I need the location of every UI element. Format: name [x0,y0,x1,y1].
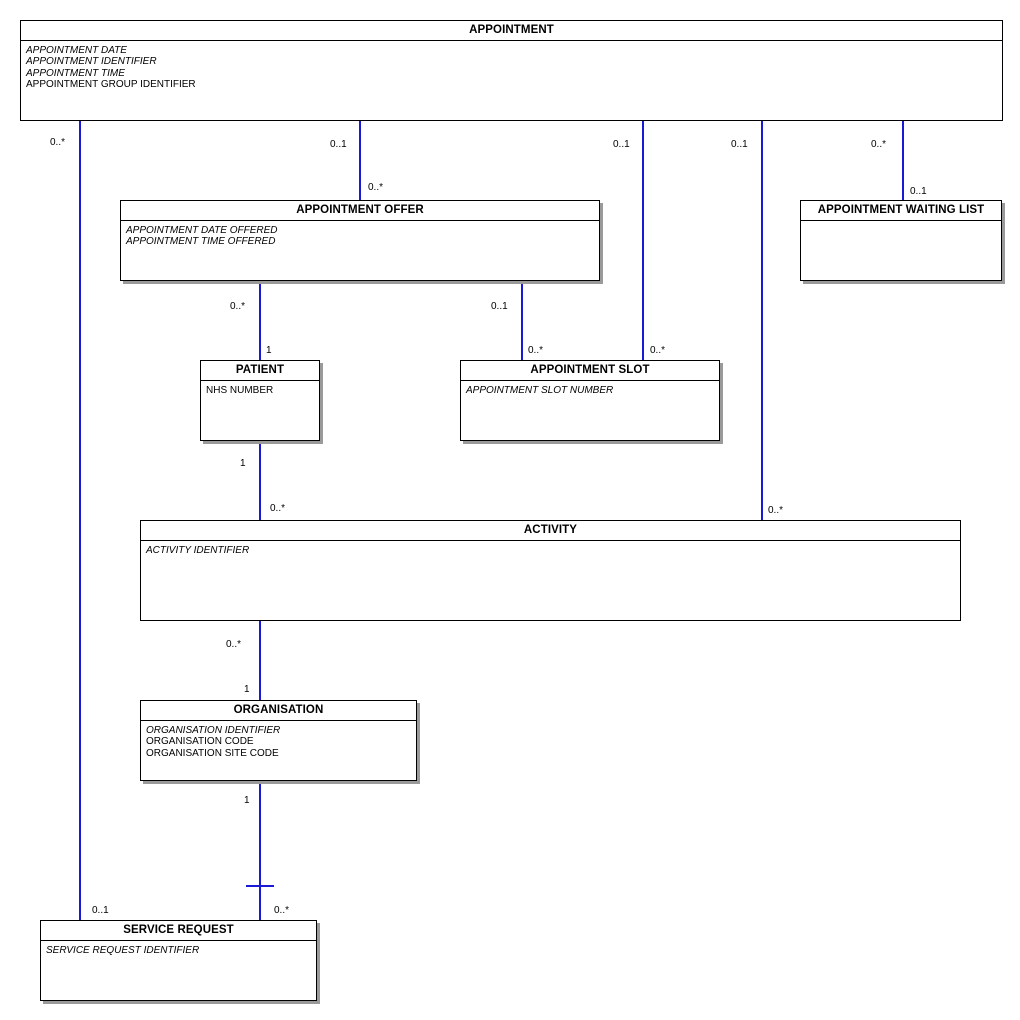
cardinality-label: 0..1 [613,139,630,150]
cardinality-label: 0..* [226,639,242,650]
cardinality-label: 0..* [230,301,246,312]
entity-title: ACTIVITY [141,521,960,541]
entity-appointment-slot[interactable]: APPOINTMENT SLOT APPOINTMENT SLOT NUMBER [460,360,720,441]
attribute: ORGANISATION SITE CODE [146,747,279,759]
cardinality-label: 0..* [528,345,544,356]
attribute: ACTIVITY IDENTIFIER [146,545,250,556]
entity-attributes [801,221,1001,225]
cardinality-label: 0..1 [731,139,748,150]
entity-attributes: ORGANISATION IDENTIFIER ORGANISATION COD… [141,721,416,759]
entity-title: APPOINTMENT SLOT [461,361,719,381]
attribute: APPOINTMENT DATE OFFERED [126,225,278,236]
entity-appointment-offer[interactable]: APPOINTMENT OFFER APPOINTMENT DATE OFFER… [120,200,600,281]
entity-attributes: ACTIVITY IDENTIFIER [141,541,960,556]
attribute: APPOINTMENT TIME OFFERED [126,236,276,248]
attribute: APPOINTMENT IDENTIFIER [26,56,157,68]
entity-title: SERVICE REQUEST [41,921,316,941]
attribute: NHS NUMBER [206,385,274,396]
entity-title: PATIENT [201,361,319,381]
entity-attributes: NHS NUMBER [201,381,319,396]
entity-attributes: SERVICE REQUEST IDENTIFIER [41,941,316,956]
cardinality-label: 0..1 [330,139,347,150]
entity-appointment-waiting-list[interactable]: APPOINTMENT WAITING LIST [800,200,1002,281]
entity-activity[interactable]: ACTIVITY ACTIVITY IDENTIFIER [140,520,961,621]
cardinality-label: 0..* [270,503,286,514]
cardinality-label: 1 [244,684,250,695]
cardinality-label: 0..* [768,505,784,516]
entity-patient[interactable]: PATIENT NHS NUMBER [200,360,320,441]
entity-title: APPOINTMENT OFFER [121,201,599,221]
attribute: APPOINTMENT TIME [26,67,125,79]
attribute: APPOINTMENT DATE [26,45,127,56]
entity-attributes: APPOINTMENT SLOT NUMBER [461,381,719,396]
entity-service-request[interactable]: SERVICE REQUEST SERVICE REQUEST IDENTIFI… [40,920,317,1001]
entity-title: APPOINTMENT WAITING LIST [801,201,1001,221]
cardinality-label: 0..* [368,182,384,193]
attribute: APPOINTMENT GROUP IDENTIFIER [26,79,196,91]
attribute: ORGANISATION IDENTIFIER [146,725,281,736]
cardinality-label: 1 [240,458,246,469]
entity-title: ORGANISATION [141,701,416,721]
entity-attributes: APPOINTMENT DATE OFFERED APPOINTMENT TIM… [121,221,599,248]
cardinality-label: 0..1 [910,186,927,197]
cardinality-label: 0..* [871,139,887,150]
cardinality-label: 0..* [50,137,66,148]
cardinality-label: 0..1 [491,301,508,312]
cardinality-label: 0..* [650,345,666,356]
entity-appointment[interactable]: APPOINTMENT APPOINTMENT DATE APPOINTMENT… [20,20,1003,121]
attribute: SERVICE REQUEST IDENTIFIER [46,945,200,956]
entity-title: APPOINTMENT [21,21,1002,41]
entity-attributes: APPOINTMENT DATE APPOINTMENT IDENTIFIER … [21,41,1002,91]
attribute: APPOINTMENT SLOT NUMBER [466,385,614,396]
attribute: ORGANISATION CODE [146,736,254,748]
cardinality-label: 1 [266,345,272,356]
cardinality-label: 0..1 [92,905,109,916]
entity-organisation[interactable]: ORGANISATION ORGANISATION IDENTIFIER ORG… [140,700,417,781]
cardinality-label: 1 [244,795,250,806]
cardinality-label: 0..* [274,905,290,916]
